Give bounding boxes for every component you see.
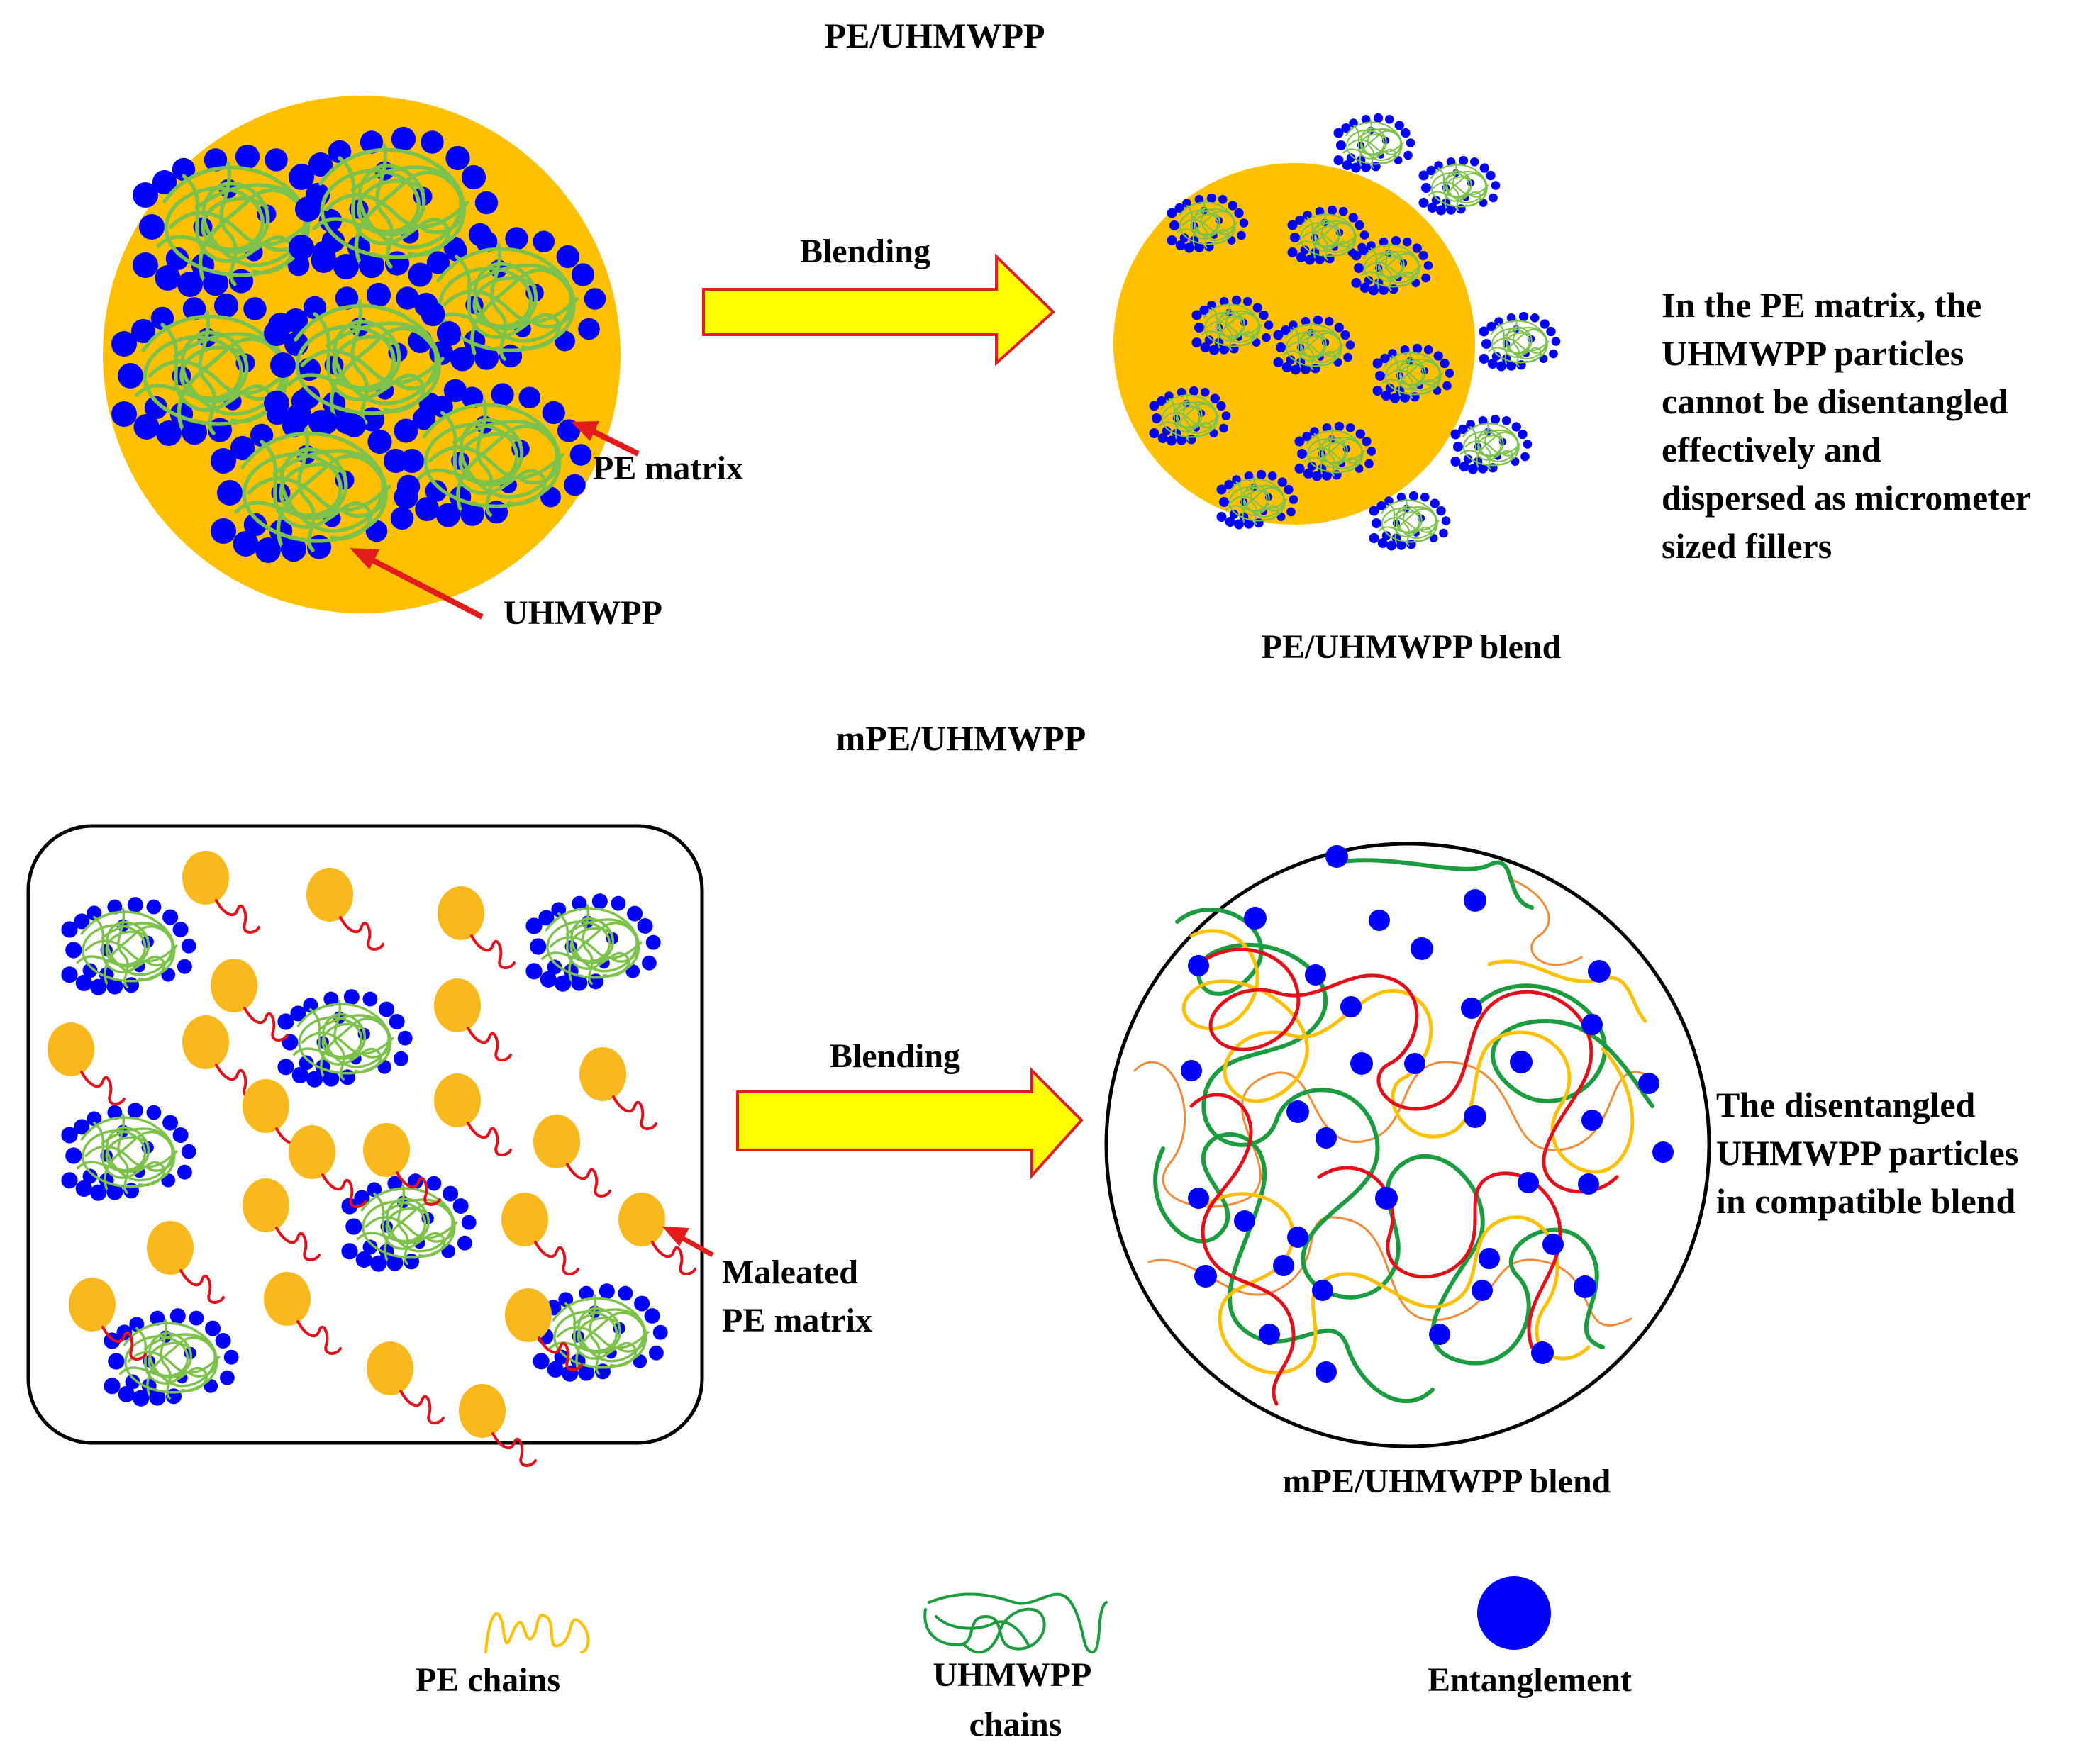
bottom-arrow-label: Blending	[830, 1037, 960, 1075]
bottom-description: The disentangled UHMWPP particles in com…	[1716, 1085, 2028, 1221]
legend-uhmwpp-line: chains	[969, 1706, 1062, 1743]
top-arrow-label: Blending	[800, 233, 930, 270]
entanglement-points	[1181, 845, 1674, 1383]
top-blending-arrow	[702, 253, 1055, 367]
top-description-line: cannot be disentangled	[1662, 381, 2008, 421]
label-maleated-line: PE matrix	[722, 1302, 872, 1339]
bottom-description-line: UHMWPP particles	[1716, 1133, 2018, 1173]
top-description-line: sized fillers	[1662, 526, 1832, 566]
uhmwpp-particle	[1450, 413, 1533, 475]
bottom-section-title: mPE/UHMWPP	[836, 718, 1086, 758]
top-description-line: In the PE matrix, the	[1662, 285, 1981, 325]
pointer-pe-matrix	[571, 421, 640, 457]
pe-chain-icon	[484, 1612, 590, 1653]
top-description: In the PE matrix, the UHMWPP particles c…	[1662, 285, 2040, 566]
entanglement-icon	[1477, 1576, 1551, 1650]
label-maleated-line: Maleated	[722, 1254, 858, 1291]
bottom-description-line: in compatible blend	[1716, 1181, 2015, 1221]
top-section-title: PE/UHMWPP	[824, 16, 1045, 55]
legend: PE chains UHMWPP chains Entanglement	[416, 1576, 1632, 1743]
uhmwpp-chain-icon	[923, 1592, 1108, 1654]
chain-green	[1153, 858, 1654, 1404]
legend-entanglement: Entanglement	[1428, 1661, 1632, 1699]
top-result-label: PE/UHMWPP blend	[1262, 628, 1562, 666]
bottom-result-label: mPE/UHMWPP blend	[1283, 1463, 1611, 1500]
legend-uhmwpp-chains: UHMWPP chains	[933, 1656, 1098, 1743]
mpe-uhmwpp-mixture-box	[26, 824, 704, 1445]
top-description-line: UHMWPP particles	[1662, 333, 1964, 373]
legend-pe-chains: PE chains	[416, 1661, 560, 1699]
uhmwpp-particle	[1478, 311, 1562, 372]
bottom-description-line: The disentangled	[1716, 1085, 1976, 1124]
mpe-uhmwpp-blend-circle	[1104, 842, 1711, 1448]
pointer-uhmwpp	[350, 548, 484, 620]
pointer-maleated-pe	[662, 1227, 714, 1258]
label-pe-matrix: PE matrix	[593, 450, 743, 487]
top-description-line: dispersed as micrometer	[1662, 478, 2031, 518]
label-maleated-pe-matrix: Maleated PE matrix	[722, 1254, 872, 1339]
top-description-line: effectively and	[1662, 430, 1881, 469]
bottom-blending-arrow	[736, 1067, 1084, 1180]
uhmwpp-particle	[1418, 155, 1501, 216]
uhmwpp-particle	[1333, 112, 1416, 174]
legend-uhmwpp-line: UHMWPP	[933, 1656, 1091, 1694]
label-uhmwpp: UHMWPP	[504, 594, 662, 632]
